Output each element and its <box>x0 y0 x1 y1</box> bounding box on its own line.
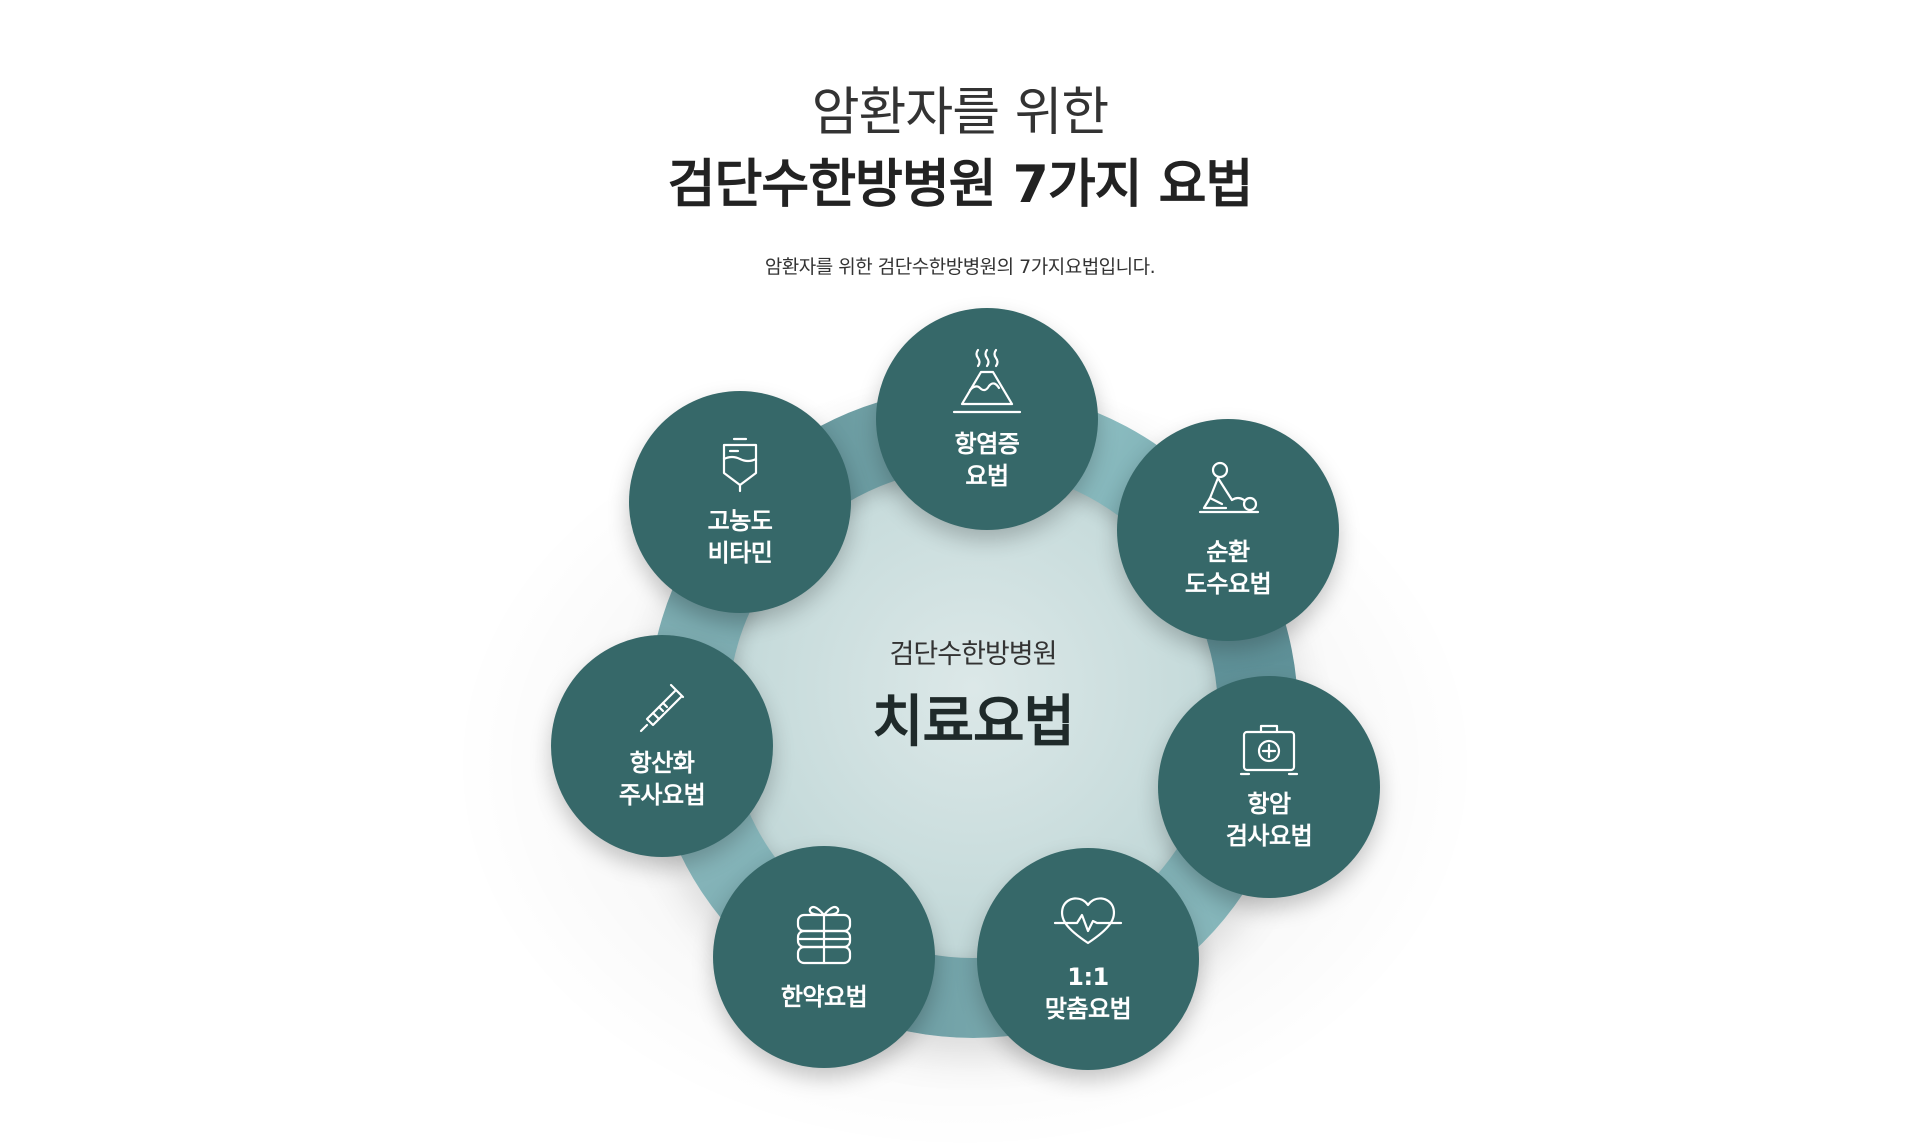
therapy-label-line1: 항염증 <box>954 430 1020 458</box>
herbal-package-icon <box>796 905 852 965</box>
page-title-line2: 검단수한방병원 7가지 요법 <box>667 155 1254 215</box>
therapy-node-herbal-medicine[interactable]: 한약요법 <box>713 846 935 1068</box>
therapy-label-line2: 요법 <box>965 462 1009 490</box>
center-subtitle: 검단수한방병원 <box>889 639 1058 670</box>
therapy-label-line2: 주사요법 <box>618 781 706 809</box>
center-label: 검단수한방병원 치료요법 <box>728 632 1218 758</box>
therapy-node-circulation-manual[interactable]: 순환 도수요법 <box>1117 419 1339 641</box>
therapy-label-line2: 비타민 <box>707 539 773 567</box>
therapy-label-line2: 검사요법 <box>1225 822 1313 850</box>
therapy-label-line1: 항암 <box>1247 790 1291 818</box>
iv-bag-icon <box>722 437 758 493</box>
therapy-label-line1: 순환 <box>1206 538 1250 566</box>
page-title-line1: 암환자를 위한 <box>811 83 1110 143</box>
therapy-label-line1: 항산화 <box>629 749 695 777</box>
heartbeat-icon <box>1053 897 1123 945</box>
medical-kit-icon <box>1239 724 1299 776</box>
injection-icon <box>639 683 685 733</box>
therapy-node-antioxidant-injection[interactable]: 항산화 주사요법 <box>551 635 773 857</box>
header: 암환자를 위한 검단수한방병원 7가지 요법 암환자를 위한 검단수한방병원의 … <box>0 80 1920 279</box>
therapy-label-line2: 도수요법 <box>1184 570 1272 598</box>
therapy-label-line1: 1:1 <box>1067 963 1109 991</box>
center-title: 치료요법 <box>871 690 1075 755</box>
therapy-label-line2: 맞춤요법 <box>1044 995 1132 1023</box>
therapy-node-anticancer-test[interactable]: 항암 검사요법 <box>1158 676 1380 898</box>
therapy-node-personalized[interactable]: 1:1 맞춤요법 <box>977 848 1199 1070</box>
therapy-node-high-dose-vitamin[interactable]: 고농도 비타민 <box>629 391 851 613</box>
therapy-node-anti-inflammatory[interactable]: 항염증 요법 <box>876 308 1098 530</box>
massage-therapy-icon <box>1198 461 1260 514</box>
therapy-label-line1: 고농도 <box>707 507 773 535</box>
therapy-label-line1: 한약요법 <box>780 983 868 1011</box>
steaming-mountain-icon <box>952 348 1022 414</box>
page-subtitle: 암환자를 위한 검단수한방병원의 7가지요법입니다. <box>764 256 1156 278</box>
